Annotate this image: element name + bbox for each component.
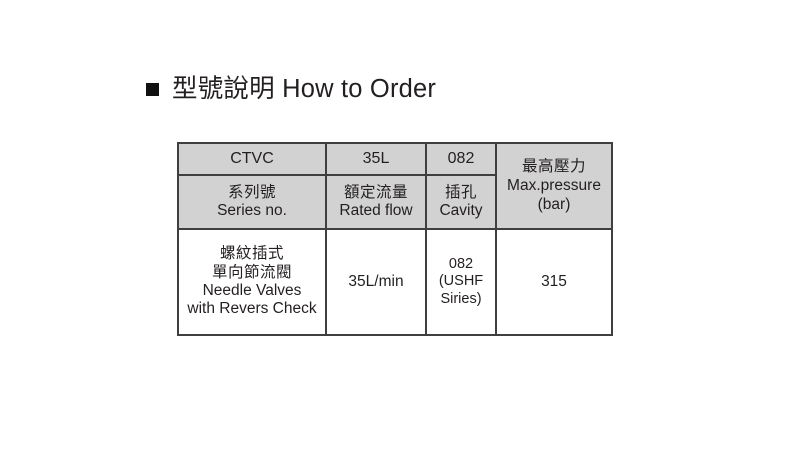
rated-flow-value-text: 35L/min bbox=[348, 272, 404, 290]
cell-cavity-code: 082 bbox=[425, 142, 497, 176]
series-code-text: CTVC bbox=[230, 149, 274, 167]
series-label-group: 系列號 Series no. bbox=[179, 184, 325, 221]
series-value-cjk-2: 單向節流閥 bbox=[211, 263, 292, 281]
rated-flow-code-text: 35L bbox=[362, 149, 390, 167]
rated-flow-label-cjk: 額定流量 bbox=[343, 183, 408, 201]
cavity-value-group: 082 (USHF Siries) bbox=[427, 256, 495, 307]
cavity-value-line-3: Siries) bbox=[440, 290, 482, 307]
cell-rated-flow-code: 35L bbox=[325, 142, 427, 176]
series-value-group: 螺紋插式 單向節流閥 Needle Valves with Revers Che… bbox=[179, 245, 325, 318]
series-value-en-1: Needle Valves bbox=[202, 282, 302, 299]
cavity-label-en: Cavity bbox=[439, 202, 483, 219]
cell-series-label: 系列號 Series no. bbox=[177, 174, 327, 230]
cell-series-code: CTVC bbox=[177, 142, 327, 176]
square-bullet-icon bbox=[146, 82, 159, 96]
table-row-model-code: CTVC 35L 082 最高壓力 Max.pressure (bar) bbox=[177, 142, 613, 230]
cavity-label-cjk: 插孔 bbox=[444, 183, 477, 201]
max-pressure-header-group: 最高壓力 Max.pressure (bar) bbox=[497, 158, 611, 214]
max-pressure-value-text: 315 bbox=[541, 272, 567, 290]
page-title: 型號說明 How to Order bbox=[146, 74, 436, 104]
cavity-value-line-2: (USHF bbox=[438, 273, 484, 290]
page-title-text: 型號說明 How to Order bbox=[172, 75, 437, 103]
series-value-en-2: with Revers Check bbox=[187, 300, 317, 318]
max-pressure-header-cjk: 最高壓力 bbox=[521, 158, 586, 176]
cell-series-value: 螺紋插式 單向節流閥 Needle Valves with Revers Che… bbox=[177, 228, 327, 336]
rated-flow-label-en: Rated flow bbox=[339, 202, 413, 219]
how-to-order-table: CTVC 35L 082 最高壓力 Max.pressure (bar) 系列號 bbox=[177, 142, 613, 336]
cell-max-pressure-header: 最高壓力 Max.pressure (bar) bbox=[495, 142, 613, 230]
cavity-value-line-1: 082 bbox=[448, 256, 474, 273]
cell-cavity-value: 082 (USHF Siries) bbox=[425, 228, 497, 336]
cell-rated-flow-label: 額定流量 Rated flow bbox=[325, 174, 427, 230]
cell-rated-flow-value: 35L/min bbox=[325, 228, 427, 336]
table-row-values: 螺紋插式 單向節流閥 Needle Valves with Revers Che… bbox=[177, 228, 613, 336]
cell-max-pressure-value: 315 bbox=[495, 228, 613, 336]
series-value-cjk-1: 螺紋插式 bbox=[219, 245, 284, 263]
cell-cavity-label: 插孔 Cavity bbox=[425, 174, 497, 230]
max-pressure-header-unit: (bar) bbox=[537, 195, 571, 213]
series-label-cjk: 系列號 bbox=[227, 183, 276, 201]
cavity-label-group: 插孔 Cavity bbox=[427, 184, 495, 221]
rated-flow-label-group: 額定流量 Rated flow bbox=[327, 184, 425, 221]
table-row-column-labels: 系列號 Series no. 額定流量 Rated flow 插孔 Cavity bbox=[177, 174, 612, 230]
series-label-en: Series no. bbox=[217, 202, 287, 219]
max-pressure-header-en: Max.pressure bbox=[507, 177, 601, 195]
cavity-code-text: 082 bbox=[447, 149, 475, 167]
